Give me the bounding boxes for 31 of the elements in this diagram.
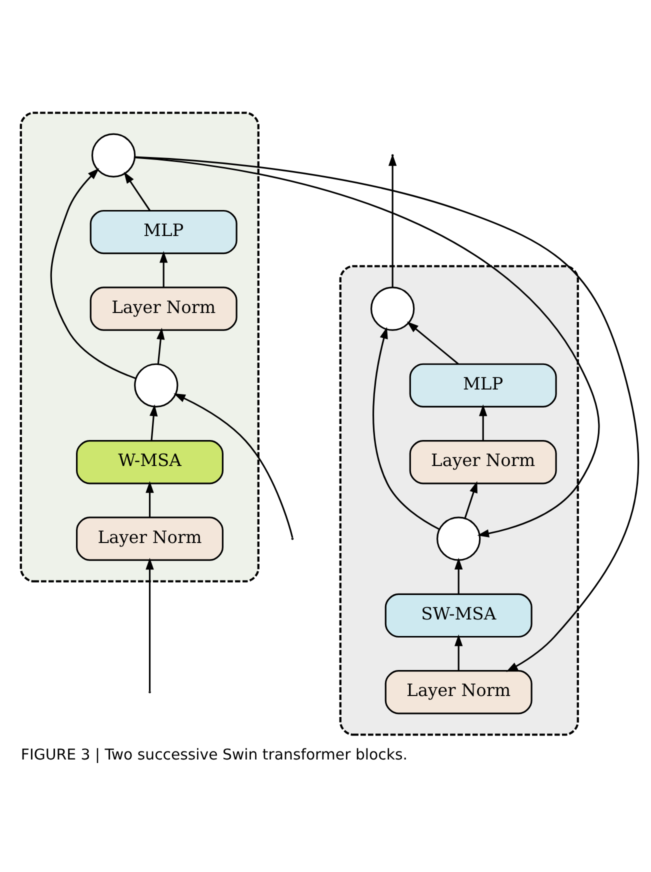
arrow	[156, 328, 165, 364]
node-box: Layer Norm	[90, 286, 238, 331]
arrow	[146, 558, 154, 691]
arrow	[124, 172, 151, 212]
arrow	[464, 481, 478, 518]
arrow	[146, 481, 154, 518]
arrow	[454, 634, 463, 671]
arrow	[174, 393, 294, 538]
arrow	[150, 404, 158, 441]
node-box: MLP	[90, 210, 238, 254]
node-circle	[436, 516, 481, 561]
node-box: Layer Norm	[76, 516, 224, 561]
cluster	[20, 112, 260, 582]
arrow	[134, 156, 639, 672]
caption: FIGURE 3 | Two successive Swin transformer blocks.	[20, 745, 408, 764]
node-box: SW-MSA	[384, 593, 532, 638]
node-circle	[134, 363, 178, 408]
node-box: W-MSA	[76, 440, 224, 484]
arrow	[479, 404, 488, 441]
node-box: Layer Norm	[384, 670, 532, 714]
node-box: MLP	[409, 363, 557, 408]
arrow	[160, 251, 168, 288]
arrow	[50, 168, 136, 380]
arrow	[406, 322, 459, 365]
node-circle	[370, 286, 415, 331]
cluster	[339, 265, 579, 736]
arrow	[372, 326, 440, 530]
arrow	[454, 558, 463, 594]
node-box: Layer Norm	[409, 440, 557, 484]
node-circle	[91, 133, 136, 178]
arrow	[134, 156, 600, 538]
